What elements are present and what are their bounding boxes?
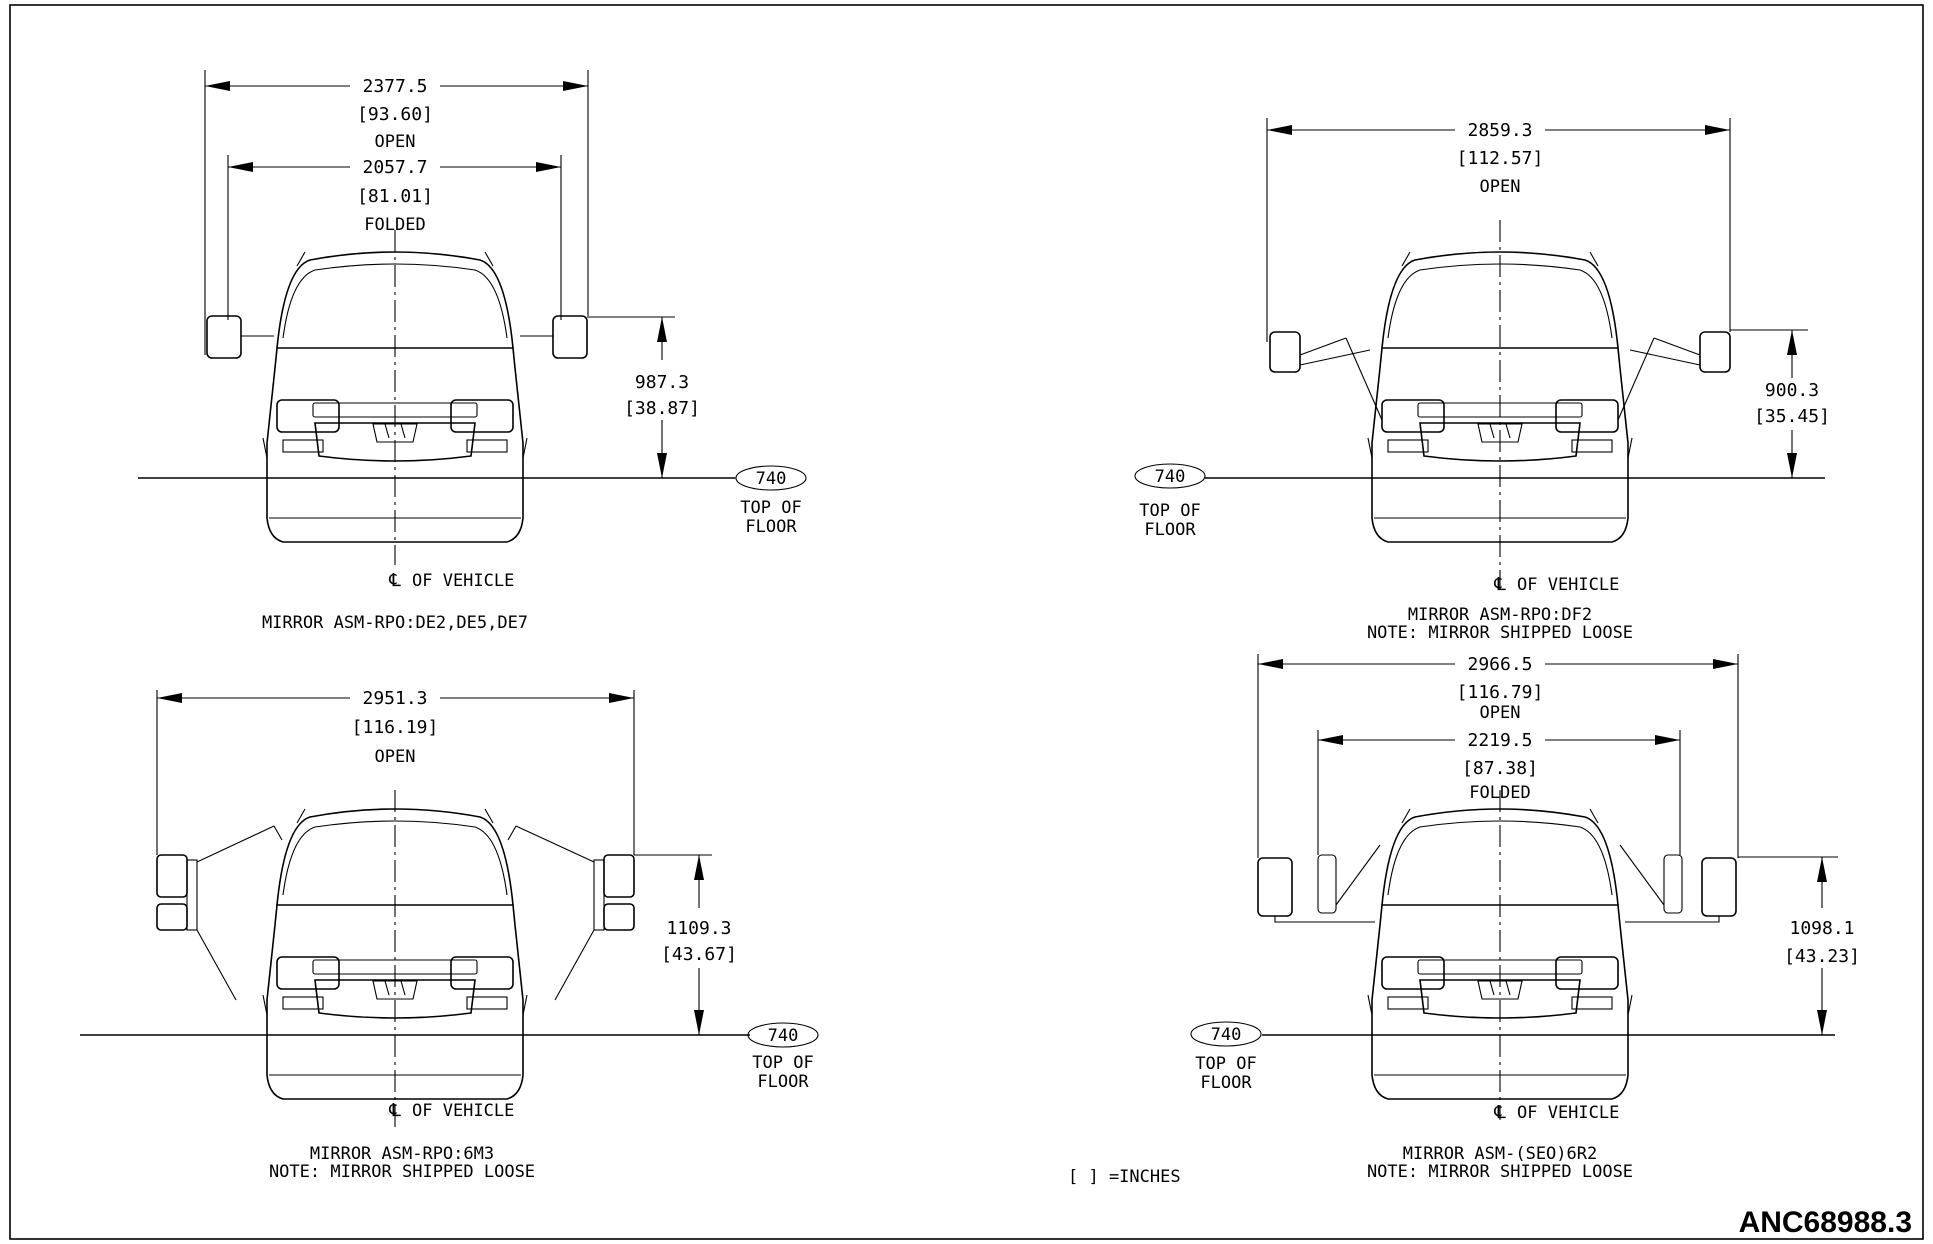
height-mm: 1098.1	[1789, 918, 1854, 939]
open-width-mm: 2859.3	[1467, 120, 1532, 141]
open-label: OPEN	[1480, 703, 1521, 723]
units-legend: [ ] =INCHES	[1068, 1167, 1181, 1187]
view-note: NOTE: MIRROR SHIPPED LOOSE	[1367, 1162, 1633, 1182]
view-mirror-6m3: 2951.3 [116.19] OPEN 1109.3 [43.67] 740 …	[80, 688, 819, 1182]
open-width-mm: 2377.5	[362, 76, 427, 97]
floor-code: 740	[1155, 467, 1186, 487]
view-caption: MIRROR ASM-RPO:6M3	[310, 1144, 494, 1164]
centerline-symbol: ℄	[1493, 574, 1506, 595]
view-caption: MIRROR ASM-RPO:DE2,DE5,DE7	[262, 613, 528, 633]
height-in: [38.87]	[624, 398, 700, 419]
open-label: OPEN	[375, 132, 416, 152]
open-width-mm: 2966.5	[1467, 654, 1532, 675]
folded-label: FOLDED	[364, 215, 425, 235]
height-mm: 1109.3	[666, 918, 731, 939]
centerline-symbol: ℄	[388, 1100, 401, 1121]
floor-code: 740	[768, 1026, 799, 1046]
centerline-label: OF VEHICLE	[1517, 575, 1619, 595]
centerline-label: OF VEHICLE	[412, 1101, 514, 1121]
floor-label-line2: FLOOR	[1144, 520, 1196, 540]
drawing-border	[9, 4, 1924, 1240]
height-in: [35.45]	[1754, 406, 1830, 427]
floor-label-line1: TOP OF	[1195, 1054, 1256, 1074]
open-width-mm: 2951.3	[362, 688, 427, 709]
height-mm: 900.3	[1765, 380, 1819, 401]
height-mm: 987.3	[635, 372, 689, 393]
floor-label-line2: FLOOR	[757, 1072, 809, 1092]
height-in: [43.23]	[1784, 946, 1860, 967]
folded-width-mm: 2219.5	[1467, 730, 1532, 751]
height-in: [43.67]	[661, 944, 737, 965]
view-caption: MIRROR ASM-RPO:DF2	[1408, 605, 1592, 625]
view-mirror-6r2: 2966.5 [116.79] OPEN 2219.5 [87.38] FOLD…	[1190, 654, 1860, 1182]
open-width-in: [112.57]	[1457, 148, 1544, 169]
open-width-in: [116.19]	[352, 717, 439, 738]
floor-code: 740	[756, 469, 787, 489]
folded-label: FOLDED	[1469, 783, 1530, 803]
folded-width-in: [81.01]	[357, 186, 433, 207]
centerline-label: OF VEHICLE	[412, 571, 514, 591]
folded-width-mm: 2057.7	[362, 157, 427, 178]
floor-label-line2: FLOOR	[1200, 1073, 1252, 1093]
view-mirror-de2: 2377.5 [93.60] OPEN 2057.7 [81.01] FOLDE…	[138, 70, 807, 633]
floor-label-line2: FLOOR	[745, 517, 797, 537]
floor-label-line1: TOP OF	[752, 1053, 813, 1073]
folded-width-in: [87.38]	[1462, 758, 1538, 779]
view-mirror-df2: 2859.3 [112.57] OPEN 900.3 [35.45] 740 T…	[1134, 118, 1830, 643]
open-width-in: [116.79]	[1457, 682, 1544, 703]
open-label: OPEN	[1480, 177, 1521, 197]
floor-label-line1: TOP OF	[740, 498, 801, 518]
centerline-symbol: ℄	[1493, 1102, 1506, 1123]
view-caption: MIRROR ASM-(SEO)6R2	[1403, 1144, 1597, 1164]
reference-id: ANC68988.3	[1739, 1206, 1912, 1239]
centerline-symbol: ℄	[388, 570, 401, 591]
open-width-in: [93.60]	[357, 104, 433, 125]
floor-label-line1: TOP OF	[1139, 501, 1200, 521]
view-note: NOTE: MIRROR SHIPPED LOOSE	[1367, 623, 1633, 643]
centerline-label: OF VEHICLE	[1517, 1103, 1619, 1123]
floor-code: 740	[1211, 1025, 1242, 1045]
open-label: OPEN	[375, 747, 416, 767]
view-note: NOTE: MIRROR SHIPPED LOOSE	[269, 1162, 535, 1182]
